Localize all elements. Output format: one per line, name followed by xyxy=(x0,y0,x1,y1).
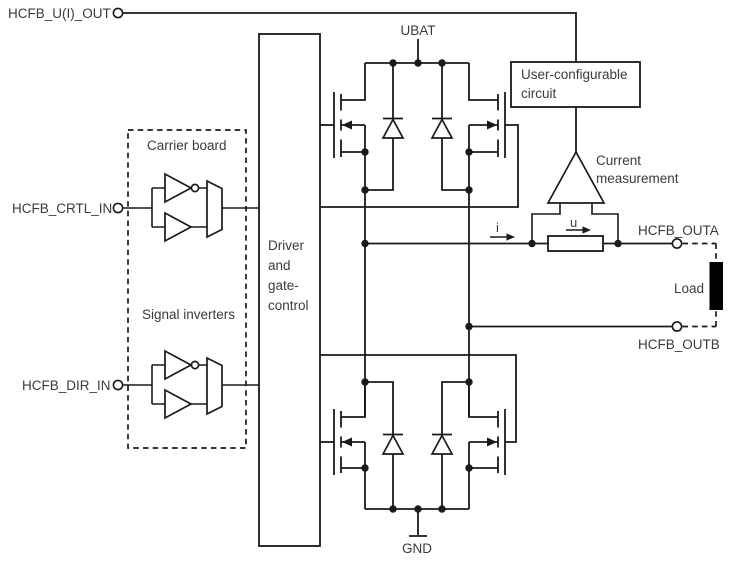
shunt-outline xyxy=(547,235,604,252)
freewheel-diode-top-left xyxy=(365,63,405,191)
junction-dots xyxy=(361,59,622,513)
terminal-circle-ctrl-in xyxy=(112,202,124,214)
ubat-label: UBAT xyxy=(400,23,435,38)
terminal-circle-out-b xyxy=(671,321,683,332)
block-outline xyxy=(510,61,641,108)
out-a-terminal: HCFB_OUTA xyxy=(638,223,719,262)
load-block: Load xyxy=(674,262,723,310)
inverter-gate-icon xyxy=(164,172,193,204)
diode-triangle-icon xyxy=(430,117,454,139)
gate-rail-low-right xyxy=(320,354,517,443)
out-b-dashed-link xyxy=(682,310,717,328)
ubat-supply: UBAT xyxy=(400,23,436,63)
out-b-terminal: HCFB_OUTB xyxy=(638,310,720,352)
driver-label-line4: control xyxy=(268,298,309,313)
input-split-wires xyxy=(123,364,165,405)
drain-lead xyxy=(341,63,366,101)
terminal-circle-dir-in xyxy=(112,379,124,391)
sense-wire-right xyxy=(591,203,619,244)
freewheel-diode-top-right xyxy=(430,63,469,191)
buffer-gate-icon xyxy=(164,388,193,420)
inverter-bubble-icon xyxy=(190,360,200,370)
driver-gate-control-box: Driver and gate- control xyxy=(258,33,321,547)
current-measurement-amplifier: Current measurement xyxy=(531,107,679,244)
u-i-out-wire xyxy=(123,12,577,62)
drain-lead xyxy=(468,63,498,101)
signal-inverters-label: Signal inverters xyxy=(142,307,235,322)
buffer-gate-icon xyxy=(164,211,193,243)
gnd-label: GND xyxy=(402,541,432,556)
carrier-board-outline xyxy=(127,129,247,449)
dir-inverter-stage: HCFB_DIR_IN xyxy=(22,349,259,420)
mosfet-low-side-right xyxy=(468,382,506,475)
diode-triangle-icon xyxy=(430,433,454,455)
out-b-label: HCFB_OUTB xyxy=(638,337,720,352)
driver-label-line2: and xyxy=(268,258,291,273)
ctrl-in-label: HCFB_CRTL_IN xyxy=(12,201,112,216)
gate-to-mux-wires xyxy=(191,364,207,405)
mosfet-high-side-left xyxy=(320,63,366,158)
inverter-bubble-icon xyxy=(190,183,200,193)
carrier-board-label: Carrier board xyxy=(147,138,227,153)
voltage-arrow-icon xyxy=(582,226,591,234)
h-bridge-wiring xyxy=(320,62,519,510)
out-a-label: HCFB_OUTA xyxy=(638,223,719,238)
drain-lead xyxy=(468,382,498,418)
u-i-out-label: HCFB_U(I)_OUT xyxy=(8,6,111,21)
inverter-gate-icon xyxy=(164,349,193,381)
voltage-arrow-annotation: u xyxy=(566,215,591,234)
mux-icon xyxy=(206,179,223,239)
mux-icon xyxy=(206,356,223,416)
shunt-resistor xyxy=(547,235,604,252)
driver-label-line3: gate- xyxy=(268,278,299,293)
body-arrow-icon xyxy=(342,120,352,130)
body-arrow-icon xyxy=(487,120,497,130)
terminal-circle-out-a xyxy=(671,238,683,249)
amplifier-triangle-icon xyxy=(546,150,606,204)
drain-lead xyxy=(341,382,366,418)
load-rect-icon xyxy=(709,262,723,310)
block-label-line2: circuit xyxy=(521,86,557,101)
current-arrow-annotation: i xyxy=(490,220,515,241)
gnd-symbol: GND xyxy=(402,509,432,556)
user-configurable-circuit-box: User-configurable circuit xyxy=(510,61,641,108)
ctrl-inverter-stage: HCFB_CRTL_IN xyxy=(12,172,259,243)
current-symbol: i xyxy=(496,220,499,235)
gate-rail-high-right xyxy=(320,124,519,208)
anode-wire xyxy=(365,138,394,191)
gate-to-mux-wires xyxy=(191,187,207,228)
freewheel-diode-bottom-left xyxy=(365,381,405,509)
cathode-wire xyxy=(365,381,394,435)
voltage-symbol: u xyxy=(570,215,577,230)
body-arrow-icon xyxy=(342,437,352,447)
anode-wire xyxy=(441,138,469,191)
diode-triangle-icon xyxy=(381,117,405,139)
mosfet-low-side-left xyxy=(320,382,366,475)
driver-label-line1: Driver xyxy=(268,238,305,253)
freewheel-diode-bottom-right xyxy=(430,381,469,509)
block-label-line1: User-configurable xyxy=(521,67,628,82)
current-measurement-label-line1: Current xyxy=(596,153,641,168)
body-arrow-icon xyxy=(487,437,497,447)
out-a-dashed-link xyxy=(682,242,717,262)
dir-in-label: HCFB_DIR_IN xyxy=(22,378,111,393)
input-split-wires xyxy=(123,187,165,228)
current-arrow-icon xyxy=(506,233,515,241)
diode-triangle-icon xyxy=(381,433,405,455)
carrier-board-box: Carrier board Signal inverters xyxy=(127,129,247,449)
sense-wire-left xyxy=(531,203,561,244)
current-measurement-label-line2: measurement xyxy=(596,171,679,186)
output-terminal-u-i-out: HCFB_U(I)_OUT xyxy=(8,6,577,62)
terminal-circle-u-i-out xyxy=(112,7,124,19)
mosfet-high-side-right xyxy=(468,63,506,158)
cathode-wire xyxy=(441,381,469,435)
block-outline xyxy=(258,33,321,547)
load-label: Load xyxy=(674,281,704,296)
